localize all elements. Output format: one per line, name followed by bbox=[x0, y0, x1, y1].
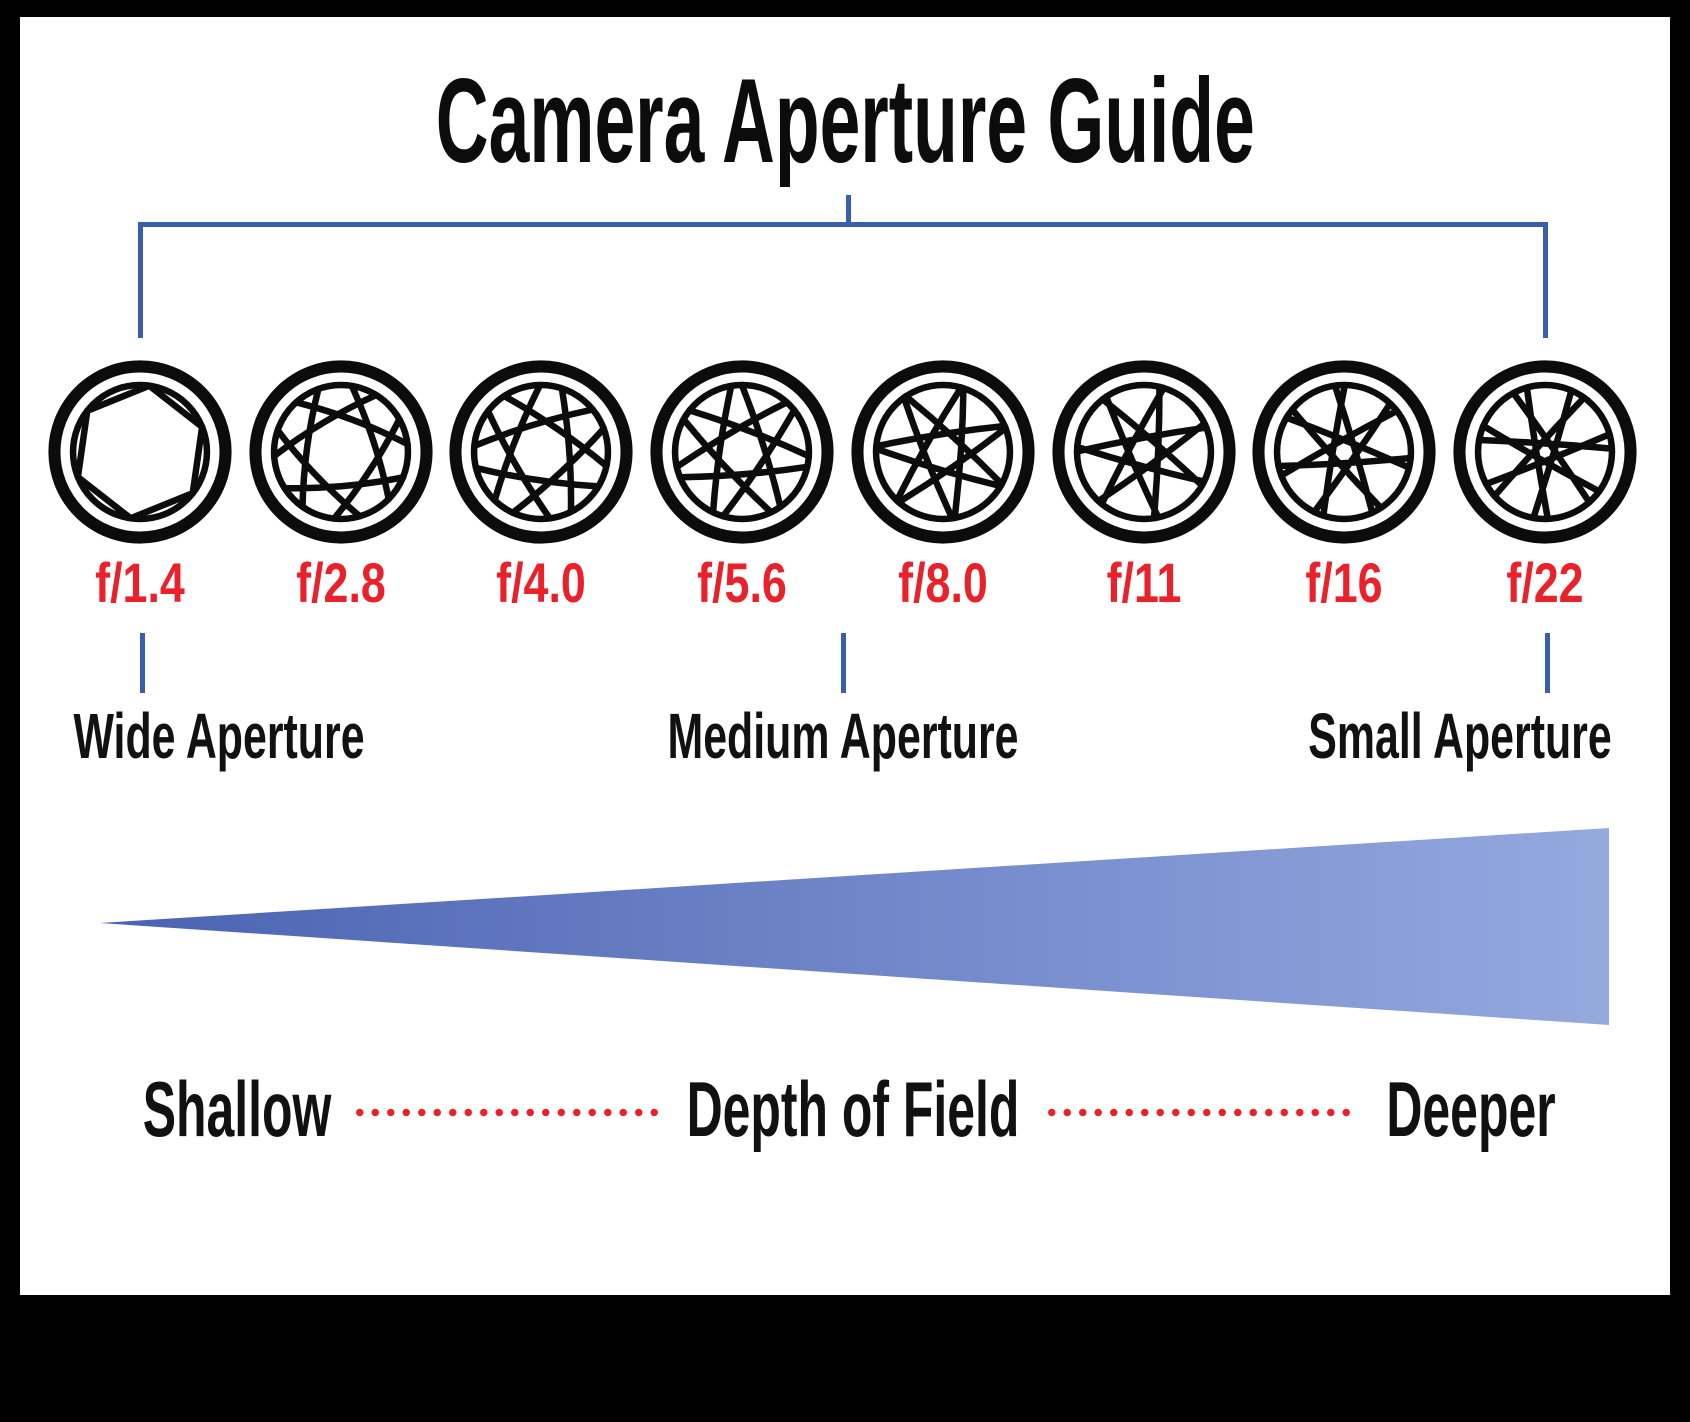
fstop-label: f/1.4 bbox=[95, 551, 185, 614]
fstop-label: f/5.6 bbox=[697, 551, 787, 614]
wedge-shape bbox=[100, 828, 1609, 1025]
aperture-item: f/5.6 bbox=[649, 359, 835, 619]
bracket-right-drop bbox=[1543, 222, 1548, 338]
iris-blades bbox=[270, 382, 411, 522]
fstop-label: f/4.0 bbox=[496, 551, 587, 614]
aperture-item: f/16 bbox=[1251, 359, 1437, 619]
iris-blades bbox=[1275, 381, 1415, 519]
tick-small-aperture bbox=[1545, 633, 1550, 693]
bracket-horizontal-line bbox=[138, 222, 1548, 227]
dof-deeper-label: Deeper bbox=[1386, 1065, 1556, 1153]
label-wide-aperture: Wide Aperture bbox=[73, 700, 365, 772]
depth-of-field-wedge bbox=[100, 828, 1609, 1025]
aperture-iris-icon bbox=[449, 360, 633, 544]
bracket-left-drop bbox=[138, 222, 143, 338]
fstop-label: f/16 bbox=[1305, 551, 1383, 614]
dotted-line-right bbox=[1044, 1106, 1351, 1119]
aperture-item: f/22 bbox=[1452, 359, 1638, 619]
label-small-aperture: Small Aperture bbox=[1308, 700, 1612, 772]
aperture-item: f/2.8 bbox=[248, 359, 434, 619]
aperture-iris-icon bbox=[650, 360, 834, 544]
fstop-label: f/11 bbox=[1106, 551, 1181, 614]
iris-blades bbox=[471, 381, 611, 522]
aperture-item: f/1.4 bbox=[47, 359, 233, 619]
aperture-iris-icon bbox=[1453, 360, 1637, 544]
fstop-label: f/22 bbox=[1506, 551, 1584, 614]
aperture-item: f/4.0 bbox=[448, 359, 634, 619]
iris-blades bbox=[1475, 384, 1616, 523]
label-medium-aperture: Medium Aperture bbox=[667, 700, 1019, 772]
aperture-iris-icon bbox=[851, 360, 1035, 544]
aperture-iris-icon bbox=[1051, 360, 1236, 544]
tick-medium-aperture bbox=[841, 633, 846, 693]
aperture-item: f/11 bbox=[1051, 359, 1237, 619]
aperture-iris-icon bbox=[249, 360, 433, 544]
dotted-line-left bbox=[352, 1106, 660, 1119]
title-row: Camera Aperture Guide bbox=[20, 61, 1670, 181]
dof-shallow-label: Shallow bbox=[142, 1065, 332, 1153]
tick-wide-aperture bbox=[140, 633, 145, 693]
fstop-label: f/8.0 bbox=[897, 551, 988, 614]
aperture-iris-icon bbox=[48, 360, 232, 544]
iris-blades bbox=[673, 381, 813, 520]
infographic-card: Camera Aperture Guide f/1.4 f/2.8 f/4.0 f/5… bbox=[20, 17, 1670, 1295]
bracket-title-tick bbox=[846, 195, 851, 222]
aperture-item: f/8.0 bbox=[850, 359, 1036, 619]
aperture-iris-icon bbox=[1252, 360, 1436, 544]
iris-blades bbox=[872, 384, 1009, 522]
iris-blades bbox=[74, 382, 206, 522]
dof-title-label: Depth of Field bbox=[686, 1065, 1020, 1153]
fstop-label: f/2.8 bbox=[295, 551, 386, 614]
page-title: Camera Aperture Guide bbox=[435, 54, 1255, 188]
iris-blades bbox=[1073, 383, 1210, 522]
